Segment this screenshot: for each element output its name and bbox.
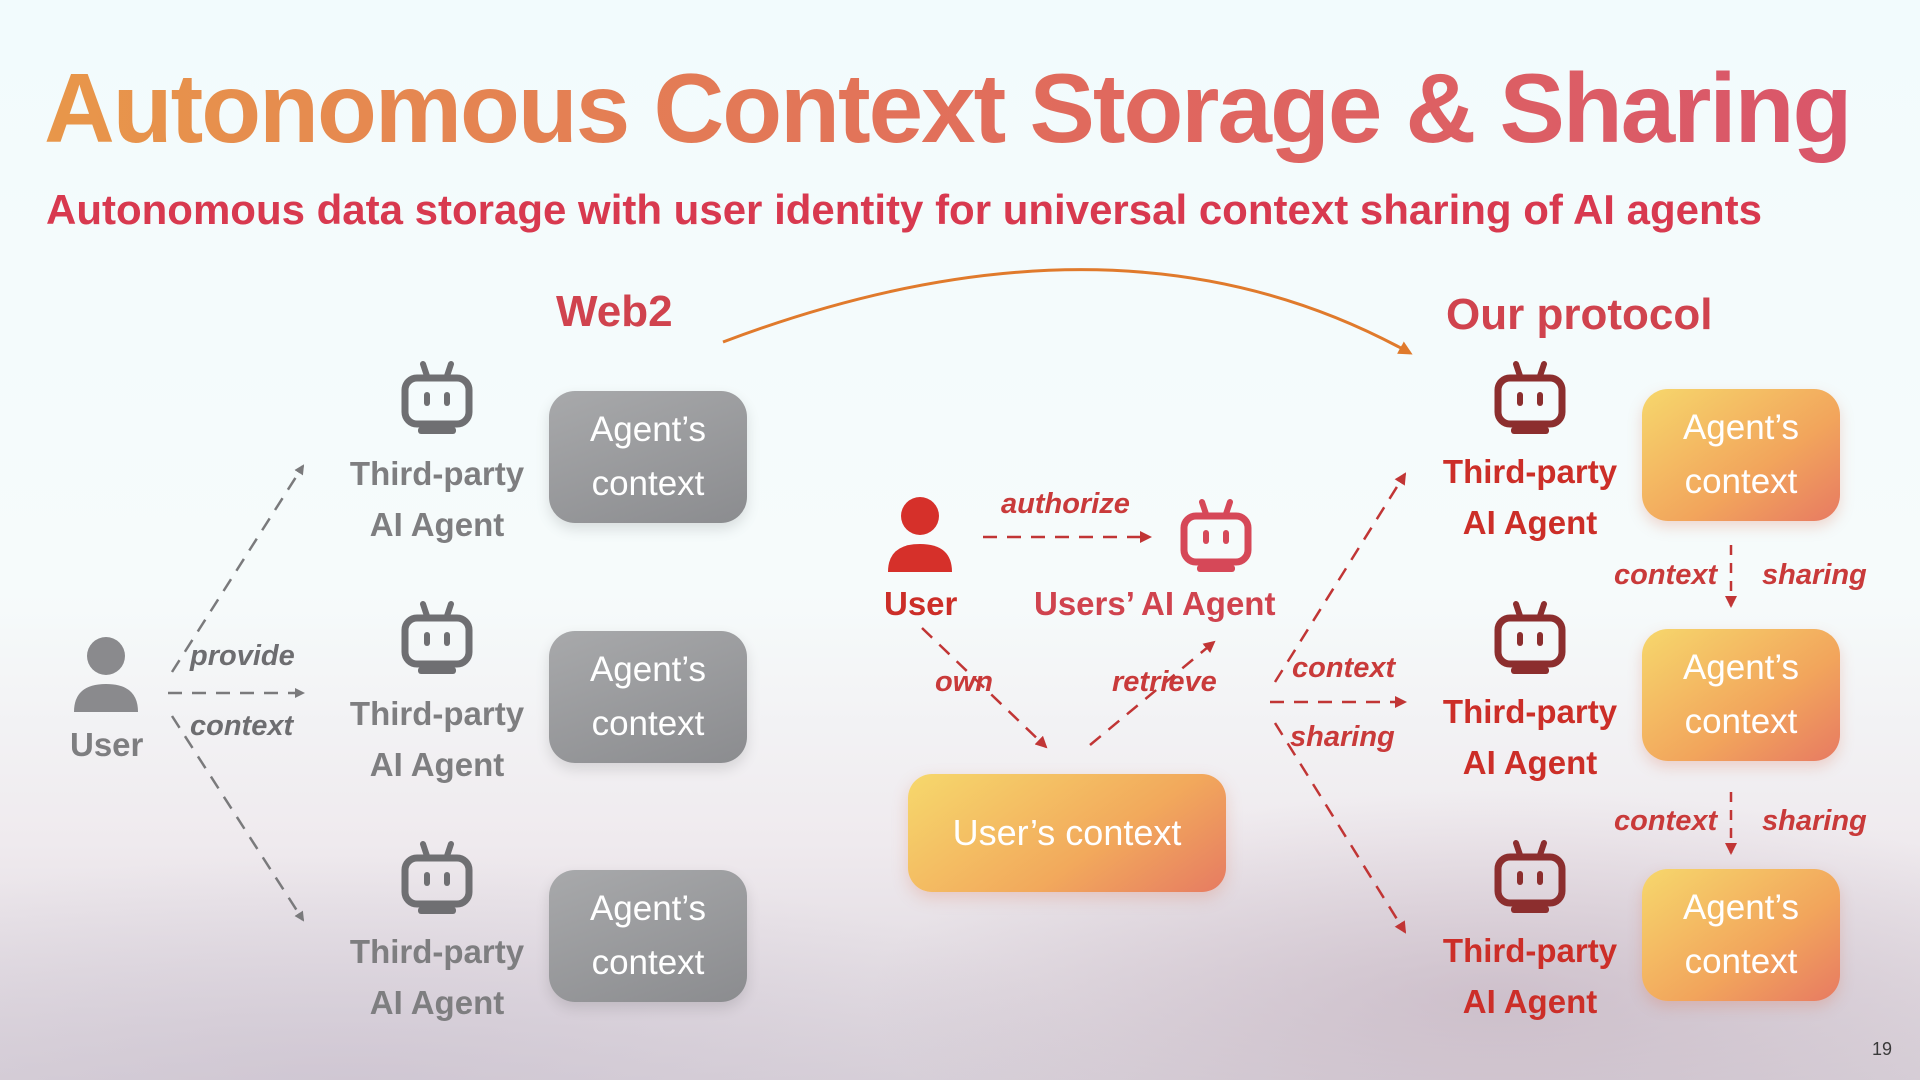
retrieve-arrow [1089, 640, 1216, 746]
agent-label-line2: AI Agent [369, 506, 505, 543]
link-1-context-label: context [1614, 559, 1718, 591]
protocol-agent-context-2: Agent’s context [1642, 629, 1840, 761]
users-agent-robot-icon [1180, 499, 1252, 572]
center-user-icon [888, 497, 952, 572]
agent-label-line1: Third-party [349, 933, 525, 970]
users-agent-label: Users’ AI Agent [1034, 585, 1276, 622]
context-line2: context [591, 704, 705, 743]
link-2-sharing-label: sharing [1762, 805, 1867, 837]
web2-agent-context-2: Agent’s context [549, 631, 747, 763]
provide-context-label: context [190, 710, 294, 742]
provide-label: provide [190, 640, 295, 672]
context-line2: context [591, 464, 705, 503]
page-subtitle: Autonomous data storage with user identi… [46, 186, 1763, 233]
context-line1: Agent’s [1682, 888, 1800, 927]
web2-arrow-bottom [170, 715, 305, 922]
agent-label-line1: Third-party [349, 695, 525, 732]
agent-label-line2: AI Agent [1462, 744, 1598, 781]
own-arrow [921, 627, 1048, 749]
context-line1: Agent’s [1682, 648, 1800, 687]
center-context-label: context [1292, 652, 1396, 684]
protocol-agent-context-1: Agent’s context [1642, 389, 1840, 521]
sharing-arrow-top [1273, 472, 1407, 683]
user-context-box: User’s context [908, 774, 1226, 892]
center-sharing-label: sharing [1290, 721, 1395, 753]
web2-user-label: User [70, 726, 144, 763]
web2-agent-context-3: Agent’s context [549, 870, 747, 1002]
page-title: Autonomous Context Storage & Sharing [44, 53, 1852, 163]
link-2-context-label: context [1614, 805, 1718, 837]
context-line1: Agent’s [589, 650, 707, 689]
center-user-label: User [884, 585, 958, 622]
robot-icon [401, 841, 473, 914]
context-line1: Agent’s [589, 410, 707, 449]
authorize-label: authorize [1001, 488, 1130, 520]
web2-user-icon [74, 637, 138, 712]
retrieve-label: retrieve [1112, 666, 1217, 698]
agent-label-line2: AI Agent [1462, 504, 1598, 541]
page-number: 19 [1871, 1039, 1892, 1059]
agent-label-line1: Third-party [1442, 693, 1618, 730]
protocol-agent-context-3: Agent’s context [1642, 869, 1840, 1001]
web2-arrow-top [170, 464, 305, 673]
context-line2: context [1684, 702, 1798, 741]
context-line2: context [1684, 462, 1798, 501]
our-protocol-label: Our protocol [1446, 290, 1713, 339]
own-label: own [935, 666, 993, 698]
context-line2: context [1684, 942, 1798, 981]
agent-label-line1: Third-party [349, 455, 525, 492]
web2-label: Web2 [556, 287, 673, 336]
robot-icon [1494, 361, 1566, 434]
robot-icon [401, 601, 473, 674]
agent-label-line1: Third-party [1442, 932, 1618, 969]
context-line1: Agent’s [589, 889, 707, 928]
agent-label-line1: Third-party [1442, 453, 1618, 490]
robot-icon [1494, 840, 1566, 913]
robot-icon [1494, 601, 1566, 674]
context-line1: Agent’s [1682, 408, 1800, 447]
web2-to-protocol-arrow [722, 268, 1413, 355]
web2-agent-context-1: Agent’s context [549, 391, 747, 523]
agent-label-line2: AI Agent [369, 984, 505, 1021]
link-1-sharing-label: sharing [1762, 559, 1867, 591]
agent-label-line2: AI Agent [1462, 983, 1598, 1020]
context-line2: context [591, 943, 705, 982]
robot-icon [401, 361, 473, 434]
agent-label-line2: AI Agent [369, 746, 505, 783]
sharing-arrow-bottom [1273, 722, 1407, 934]
